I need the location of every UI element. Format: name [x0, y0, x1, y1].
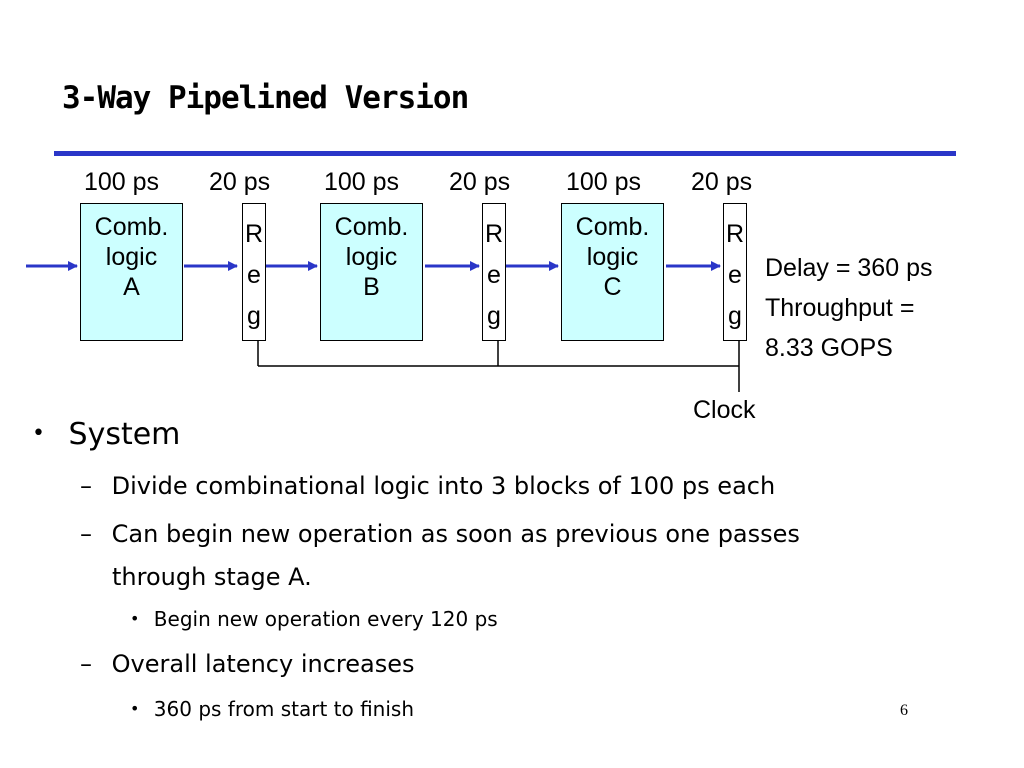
sub-bullet-divide: – Divide combinational logic into 3 bloc… — [80, 474, 775, 498]
bullet-system: • System — [32, 420, 180, 450]
dash: – — [80, 472, 92, 500]
sub-bullet-begin-continued: through stage A. — [112, 563, 312, 591]
register-3: R e g — [723, 203, 747, 341]
slide-title: 3-Way Pipelined Version — [62, 80, 469, 116]
comb-logic-block-a: Comb. logic A — [80, 203, 183, 341]
bullet-dot: • — [32, 421, 45, 446]
comb-logic-block-c: Comb. logic C — [561, 203, 664, 341]
dash: – — [80, 650, 92, 678]
bullet-dot: • — [130, 699, 140, 718]
dash: – — [80, 520, 92, 548]
bullet-system-text: System — [68, 417, 181, 452]
reg2-letter-r: R — [484, 220, 504, 248]
reg1-letter-g: g — [247, 301, 261, 330]
throughput-stat-line1: Throughput = — [765, 294, 915, 322]
reg2-letter-g: g — [487, 301, 501, 330]
timing-label-comb-b: 100 ps — [324, 168, 400, 196]
reg1-letter-r: R — [244, 220, 264, 248]
comb-a-line2: logic — [105, 243, 158, 271]
timing-label-comb-a: 100 ps — [84, 168, 160, 196]
sub-bullet-divide-text: Divide combinational logic into 3 blocks… — [111, 472, 776, 500]
bullet-dot: • — [130, 609, 140, 628]
comb-c-line2: logic — [586, 243, 639, 271]
reg3-letter-g: g — [728, 301, 742, 330]
comb-b-line2: logic — [345, 243, 398, 271]
sub-bullet-begin-text: Can begin new operation as soon as previ… — [111, 520, 800, 548]
sub-sub-bullet-360-text: 360 ps from start to finish — [153, 697, 415, 721]
page-number: 6 — [900, 702, 908, 719]
sub-bullet-latency-text: Overall latency increases — [111, 650, 415, 678]
register-1: R e g — [242, 203, 266, 341]
timing-label-reg-3: 20 ps — [691, 168, 753, 196]
sub-bullet-begin: – Can begin new operation as soon as pre… — [80, 522, 800, 546]
title-underline — [54, 151, 956, 156]
sub-bullet-latency: – Overall latency increases — [80, 652, 415, 676]
comb-c-line1: Comb. — [575, 213, 650, 241]
comb-b-line1: Comb. — [334, 213, 409, 241]
sub-sub-bullet-every-120: • Begin new operation every 120 ps — [130, 609, 498, 629]
timing-label-reg-2: 20 ps — [449, 168, 511, 196]
reg3-letter-e: e — [728, 260, 742, 289]
register-2: R e g — [482, 203, 506, 341]
comb-a-line3: A — [123, 273, 140, 301]
reg1-letter-e: e — [247, 260, 261, 289]
comb-logic-block-b: Comb. logic B — [320, 203, 423, 341]
clock-label: Clock — [693, 396, 756, 424]
comb-c-line3: C — [603, 273, 622, 301]
comb-a-line1: Comb. — [94, 213, 169, 241]
delay-stat: Delay = 360 ps — [765, 254, 933, 282]
reg2-letter-e: e — [487, 260, 501, 289]
reg3-letter-r: R — [725, 220, 745, 248]
timing-label-reg-1: 20 ps — [209, 168, 271, 196]
clock-wires — [257, 341, 740, 392]
timing-label-comb-c: 100 ps — [566, 168, 642, 196]
sub-sub-bullet-every-120-text: Begin new operation every 120 ps — [153, 607, 498, 631]
throughput-stat-line2: 8.33 GOPS — [765, 334, 893, 362]
comb-b-line3: B — [363, 273, 380, 301]
sub-sub-bullet-360: • 360 ps from start to finish — [130, 699, 414, 719]
